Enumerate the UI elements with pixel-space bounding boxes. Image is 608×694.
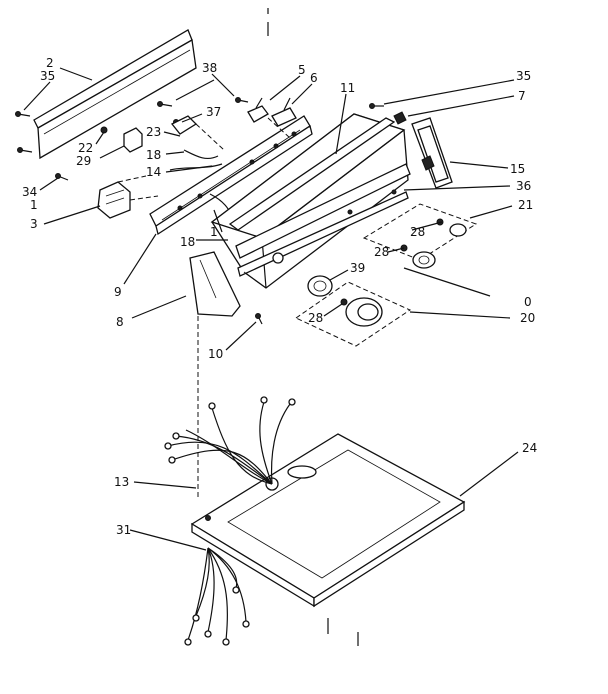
relay-component — [123, 127, 143, 153]
screw-38 — [157, 101, 173, 107]
scan-marks — [267, 8, 359, 646]
control-bar — [149, 115, 313, 236]
screw-35-right — [369, 103, 384, 109]
callout-37: 37 — [206, 105, 221, 119]
callout-15: 15 — [510, 162, 525, 176]
screw-34 — [17, 147, 33, 153]
callout-38: 38 — [202, 61, 217, 75]
bezel-39 — [307, 275, 333, 297]
callout-34: 34 — [22, 185, 37, 199]
callout-23: 23 — [146, 125, 161, 139]
callout-22: 22 — [78, 141, 93, 155]
callout-1-center: 1 — [210, 225, 218, 239]
callout-14: 14 — [146, 165, 161, 179]
knob-box-20 — [294, 281, 412, 347]
rear-panel — [33, 29, 197, 160]
screw-35-left — [15, 111, 31, 117]
callout-31: 31 — [116, 523, 131, 537]
callout-11: 11 — [340, 81, 355, 95]
terminal-cover — [189, 251, 241, 500]
callout-1-left: 1 — [30, 198, 38, 212]
screw-1-left — [55, 173, 69, 181]
callout-18-lower: 18 — [180, 235, 195, 249]
callout-labels: 2 35 38 5 6 11 35 7 37 23 22 29 18 14 15… — [22, 56, 537, 537]
callout-10: 10 — [208, 347, 223, 361]
callout-7: 7 — [518, 89, 526, 103]
callout-6: 6 — [310, 71, 318, 85]
callout-39: 39 — [350, 261, 365, 275]
callout-24: 24 — [522, 441, 537, 455]
callout-9: 9 — [114, 285, 122, 299]
knob-box-21 — [362, 203, 478, 269]
knob-assemblies — [294, 203, 478, 347]
timer-switch-23 — [170, 115, 198, 135]
callout-35-upper-left: 35 — [40, 69, 55, 83]
callout-21: 21 — [518, 198, 533, 212]
console-housing — [210, 113, 411, 289]
callout-28-upper: 28 — [410, 225, 425, 239]
terminal-block — [97, 175, 159, 219]
screw-5 — [235, 97, 249, 103]
switch-6 — [271, 97, 297, 127]
callout-20: 20 — [520, 311, 535, 325]
clip-7 — [393, 111, 407, 125]
callout-0: 0 — [524, 295, 532, 309]
callout-36: 36 — [516, 179, 531, 193]
callout-8: 8 — [116, 315, 124, 329]
callout-2: 2 — [46, 56, 54, 70]
callout-5: 5 — [298, 63, 306, 77]
callout-35-upper-right: 35 — [516, 69, 531, 83]
switch-5 — [247, 97, 269, 123]
callout-13: 13 — [114, 475, 129, 489]
console-end-panel — [411, 117, 453, 189]
wire-harness — [164, 396, 296, 646]
callout-3: 3 — [30, 217, 38, 231]
screw-10 — [255, 313, 263, 325]
callout-28-middle: 28 — [374, 245, 389, 259]
callout-18-upper: 18 — [146, 148, 161, 162]
leader-lines — [23, 67, 519, 551]
callout-29: 29 — [76, 154, 91, 168]
callout-28-lower: 28 — [308, 311, 323, 325]
top-panel — [190, 433, 466, 608]
